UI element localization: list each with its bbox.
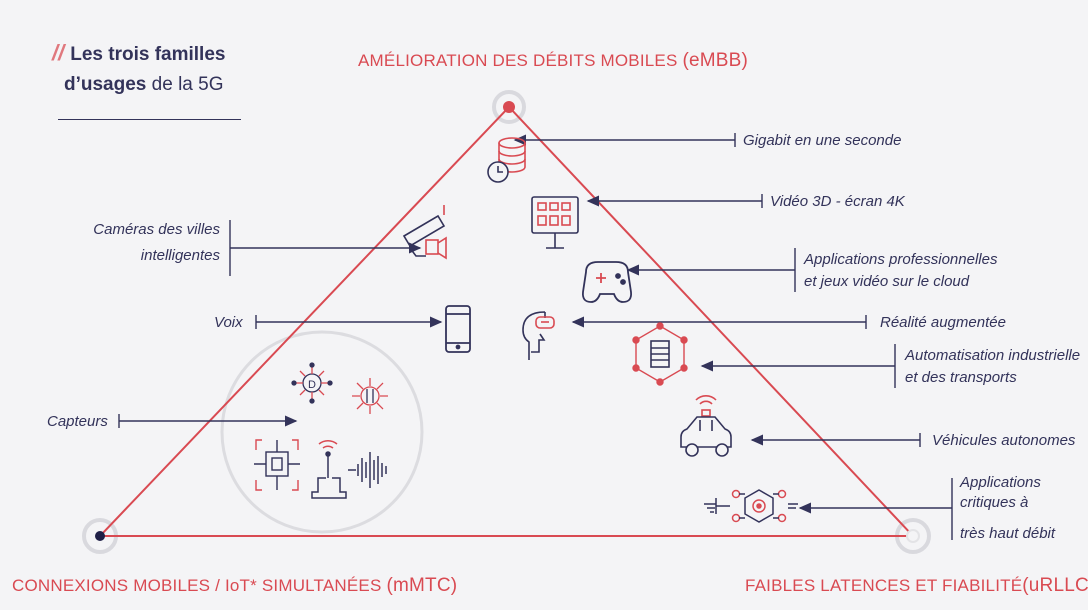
corner-left-label: CONNEXIONS MOBILES / IoT* SIMULTANÉES (m… [12,575,457,597]
antenna-icon [311,440,347,499]
legend-line-1: Les trois familles [70,44,226,65]
label-vehicules: Véhicules autonomes [932,432,1076,449]
svg-text:D: D [308,379,316,391]
gamepad-icon [582,261,632,303]
ar-head-icon [522,311,555,360]
corner-left-text: CONNEXIONS MOBILES / IoT* SIMULTANÉES [12,576,382,595]
legend-title: //Les trois familles d’usages de la 5G [52,40,225,96]
sensor-node-icon [352,378,388,414]
label-realite: Réalité augmentée [880,314,1006,331]
database-clock-icon [487,137,526,183]
legend-line-2-bold: d’usages [64,74,147,95]
label-automatisation-1: Automatisation industrielle [905,347,1081,364]
sensor-cluster-circle [220,330,424,534]
label-critiques-3: très haut débit [960,525,1056,542]
label-apps-pro-2: et jeux vidéo sur le cloud [804,273,970,290]
label-video: Vidéo 3D - écran 4K [770,193,905,210]
legend-rule [58,119,241,120]
sensor-hub-icon: D [291,362,333,404]
label-capteurs: Capteurs [47,413,108,430]
right-node-dot [906,529,920,543]
factory-network-icon [632,322,688,386]
label-apps-pro-1: Applications professionnelles [804,251,998,268]
legend-slash: // [52,40,65,65]
cctv-camera-icon [402,205,447,260]
label-gigabit: Gigabit en une seconde [743,132,902,149]
smartphone-icon [445,305,471,353]
corner-left-abbr: (mMTC) [386,575,458,596]
corner-right-text: FAIBLES LATENCES ET FIABILITÉ [745,576,1023,595]
left-node-dot [95,531,105,541]
corner-right-abbr: (uRLLC) [1022,575,1088,596]
waveform-icon [348,452,387,488]
corner-top-label: AMÉLIORATION DES DÉBITS MOBILES (eMBB) [358,50,748,72]
corner-top-abbr: (eMBB) [682,50,749,71]
label-cameras-1: Caméras des villes [93,221,220,238]
corner-right-label: FAIBLES LATENCES ET FIABILITÉ(uRLLC) [745,575,1088,597]
screen-4k-icon [531,196,579,249]
corner-top-text: AMÉLIORATION DES DÉBITS MOBILES [358,51,678,70]
sensor-chip-icon [254,439,300,491]
top-node-dot [503,101,515,113]
legend-line-2-rest: de la 5G [146,74,224,95]
label-cameras-2: intelligentes [140,247,220,264]
label-critiques-2: critiques à [960,494,1029,511]
chip-critical-icon [704,489,798,523]
label-voix: Voix [214,314,243,331]
autonomous-car-icon [680,395,732,457]
label-automatisation-2: et des transports [905,369,1017,386]
label-critiques-1: Applications [960,474,1041,491]
